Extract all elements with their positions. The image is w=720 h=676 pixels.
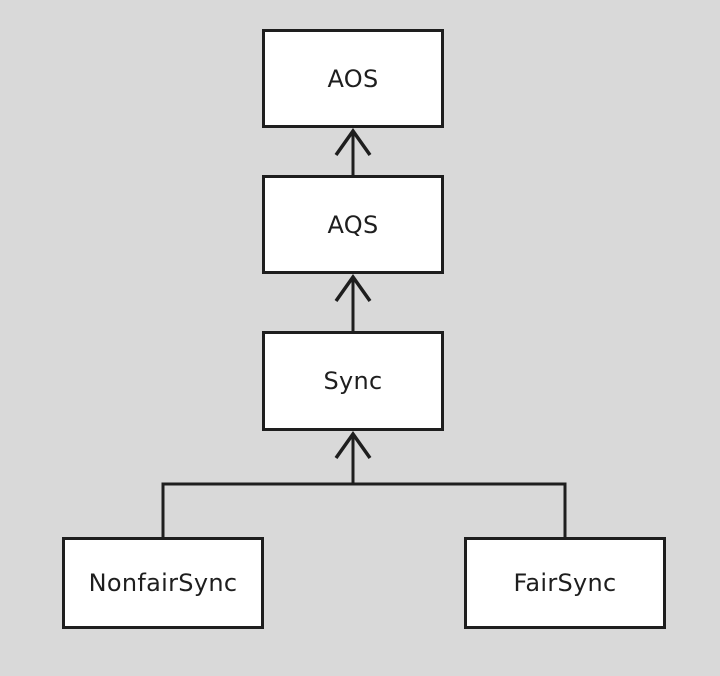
edge-fair-to-sync [353, 482, 567, 537]
node-nonfair-sync-label: NonfairSync [88, 569, 238, 597]
arrowhead-aos [334, 127, 372, 157]
node-aqs: AQS [262, 175, 444, 274]
node-sync-label: Sync [323, 367, 383, 395]
node-sync: Sync [262, 331, 444, 431]
node-aos-label: AOS [327, 64, 379, 93]
arrowhead-sync [334, 430, 372, 460]
arrowhead-aqs [334, 273, 372, 303]
node-fair-sync-label: FairSync [513, 569, 617, 597]
node-aqs-label: AQS [327, 210, 379, 239]
node-fair-sync: FairSync [464, 537, 666, 629]
edge-nonfair-to-sync [161, 482, 353, 537]
node-aos: AOS [262, 29, 444, 128]
node-nonfair-sync: NonfairSync [62, 537, 264, 629]
